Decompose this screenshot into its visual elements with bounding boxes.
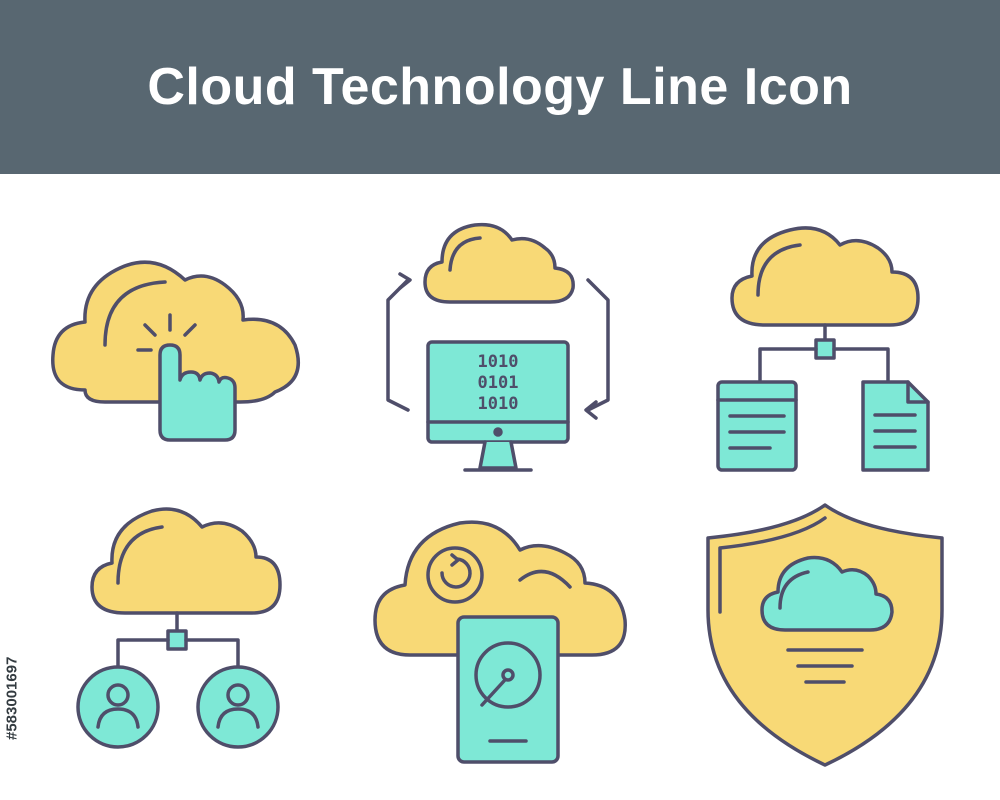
cloud-users-network-icon: [70, 495, 290, 765]
page-title: Cloud Technology Line Icon: [147, 58, 853, 116]
cloud-backup-hard-drive-icon: [370, 505, 640, 775]
cloud-data-sync-icon: 1010 0101 1010: [380, 210, 620, 480]
binary-row-1: 1010: [478, 352, 519, 372]
binary-row-3: 1010: [478, 394, 519, 414]
cloud-file-network-icon: [710, 210, 950, 480]
title-banner: Cloud Technology Line Icon: [0, 0, 1000, 174]
binary-row-2: 0101: [478, 373, 519, 393]
stock-id-label: #583001697: [2, 540, 22, 740]
cloud-click-icon: [45, 230, 315, 450]
stock-id-text: #583001697: [3, 656, 21, 740]
cloud-security-shield-icon: [700, 500, 950, 780]
